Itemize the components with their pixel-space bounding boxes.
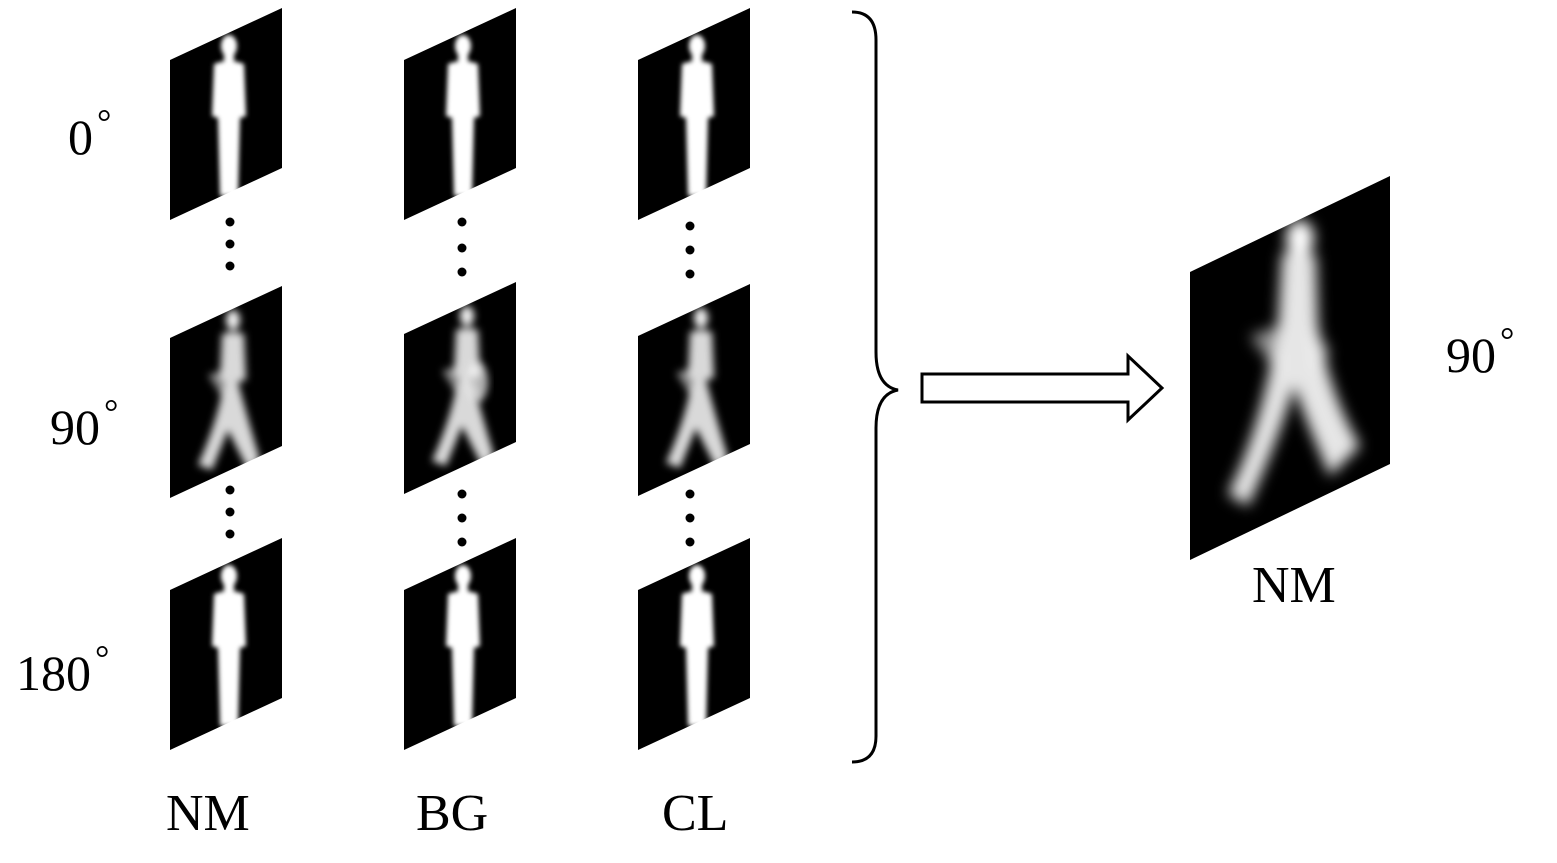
frame-nm-0 — [170, 8, 282, 220]
angle-value: 90 — [1446, 326, 1496, 383]
output-angle-label: 90° — [1446, 322, 1514, 380]
angle-value: 180 — [16, 644, 91, 701]
curly-brace-icon — [851, 10, 899, 764]
frame-cl-180 — [638, 538, 750, 750]
hollow-arrow-icon — [920, 352, 1165, 424]
column-label-bg: BG — [416, 785, 489, 842]
frame-cl-90 — [638, 284, 750, 496]
degree-symbol: ° — [1500, 320, 1515, 360]
column-label-cl: CL — [662, 785, 729, 842]
frame-nm-180 — [170, 538, 282, 750]
angle-label-90: 90° — [50, 394, 118, 452]
column-label-nm: NM — [166, 785, 250, 842]
frame-bg-0 — [404, 8, 516, 220]
degree-symbol: ° — [104, 392, 119, 432]
frame-cl-0 — [638, 8, 750, 220]
frame-bg-180 — [404, 538, 516, 750]
angle-label-180: 180° — [16, 640, 109, 698]
angle-value: 0 — [68, 108, 93, 165]
frame-output — [1190, 176, 1390, 560]
angle-label-0: 0° — [68, 104, 111, 162]
output-label: NM — [1252, 557, 1336, 614]
vertical-ellipsis-icon — [225, 217, 695, 547]
frame-bg-90 — [404, 282, 516, 494]
angle-value: 90 — [50, 398, 100, 455]
frame-nm-90 — [170, 286, 282, 498]
degree-symbol: ° — [95, 638, 110, 678]
degree-symbol: ° — [97, 102, 112, 142]
